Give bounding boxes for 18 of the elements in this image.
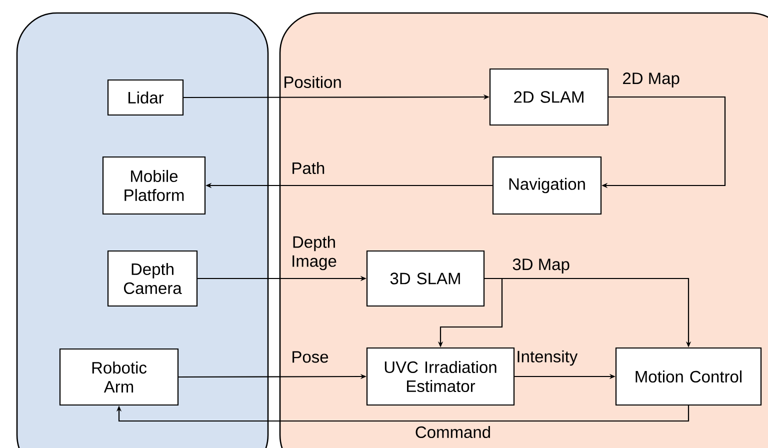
process-box: Navigation	[492, 156, 602, 215]
edge-label: Intensity	[518, 350, 578, 366]
process-box: Depth Camera	[107, 250, 198, 307]
edge-label: Command	[416, 426, 490, 438]
process-box: 3D SLAM	[366, 250, 485, 307]
edge-label: Path	[292, 162, 324, 174]
process-box: 2D SLAM	[489, 68, 609, 126]
process-box: Mobile Platform	[102, 156, 206, 215]
arrow	[116, 406, 690, 422]
process-box: Motion Control	[615, 347, 762, 406]
process-box: Robotic Arm	[59, 348, 179, 406]
process-box: Lidar	[107, 79, 184, 116]
edge-label: 2D Map	[623, 72, 680, 88]
edge-label: 3D Map	[512, 258, 570, 274]
process-box: UVC Irradiation Estimator	[366, 347, 515, 406]
edge-label: Position	[284, 76, 341, 88]
edge-label: Depth Image	[292, 236, 336, 270]
edge-label: Pose	[292, 351, 328, 363]
